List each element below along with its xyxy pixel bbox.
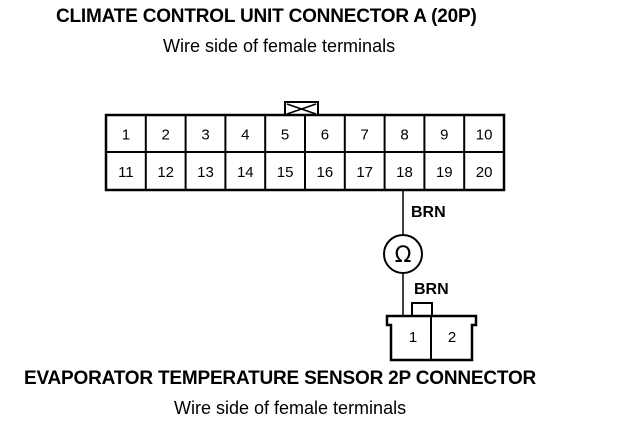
wire-label-lower: BRN — [414, 281, 449, 298]
connector-a-pin-13: 13 — [197, 164, 214, 181]
connector-a-pin-1: 1 — [122, 127, 130, 144]
connector-a-row1: 1 2 3 4 5 6 7 8 9 10 — [122, 127, 493, 144]
connector-b-lock-tab — [411, 302, 433, 317]
connector-a-pin-4: 4 — [241, 127, 249, 144]
lock-tab-cross-2 — [286, 103, 317, 115]
connector-a-pin-2: 2 — [162, 127, 170, 144]
wire-label-upper: BRN — [411, 204, 446, 221]
connector-a-pin-9: 9 — [440, 127, 448, 144]
connector-a-pin-19: 19 — [436, 164, 453, 181]
connector-b-pin-2: 2 — [448, 329, 456, 346]
connector-a-pin-15: 15 — [277, 164, 294, 181]
connector-a-pin-10: 10 — [476, 127, 493, 144]
connector-b-subtitle: Wire side of female terminals — [174, 398, 407, 418]
connector-b-title: EVAPORATOR TEMPERATURE SENSOR 2P CONNECT… — [24, 368, 537, 389]
connector-a-pin-16: 16 — [317, 164, 334, 181]
ohmmeter: Ω — [383, 234, 423, 274]
connector-a-pin-17: 17 — [356, 164, 373, 181]
connector-a-pin-14: 14 — [237, 164, 254, 181]
connector-a-pin-12: 12 — [157, 164, 174, 181]
connector-a-title: CLIMATE CONTROL UNIT CONNECTOR A (20P) — [56, 6, 477, 27]
connector-a-pin-11: 11 — [118, 164, 134, 181]
connector-a-pin-7: 7 — [361, 127, 369, 144]
connector-a-subtitle: Wire side of female terminals — [163, 36, 396, 56]
connector-b: 1 2 — [385, 302, 478, 362]
connector-a-pin-8: 8 — [400, 127, 408, 144]
connector-b-pin-1: 1 — [409, 329, 417, 346]
connector-a-pin-18: 18 — [396, 164, 413, 181]
ohm-symbol: Ω — [395, 243, 412, 268]
connector-a-cell-dividers — [144, 115, 466, 190]
connector-a-pin-3: 3 — [201, 127, 209, 144]
connector-a-pin-20: 20 — [476, 164, 493, 181]
connector-a-pin-5: 5 — [281, 127, 289, 144]
connector-a-pin-6: 6 — [321, 127, 329, 144]
connector-a-row2: 11 12 13 14 15 16 17 18 19 20 — [118, 164, 492, 181]
